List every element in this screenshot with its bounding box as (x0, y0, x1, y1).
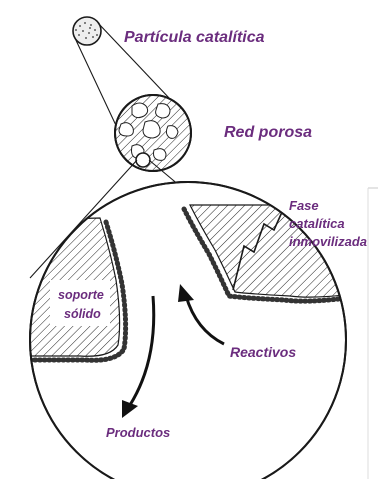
label-fase-line: Fase (289, 197, 367, 215)
label-fase-line: catalítica (289, 215, 367, 233)
porous-network-circle (110, 90, 200, 180)
label-fase-line: inmovilizada (289, 233, 367, 251)
small-particle (73, 17, 101, 45)
label-productos: Productos (106, 426, 170, 441)
label-reactivos: Reactivos (230, 344, 296, 360)
label-soporte-line: sólido (58, 305, 104, 324)
label-particula-catalitica: Partícula catalítica (124, 29, 265, 47)
label-red-porosa: Red porosa (224, 124, 312, 142)
label-fase-catalitica: Fase catalítica inmovilizada (289, 197, 367, 251)
label-soporte-solido: soporte sólido (58, 286, 104, 324)
zoom-focus-ring (136, 153, 150, 167)
label-soporte-line: soporte (58, 286, 104, 305)
